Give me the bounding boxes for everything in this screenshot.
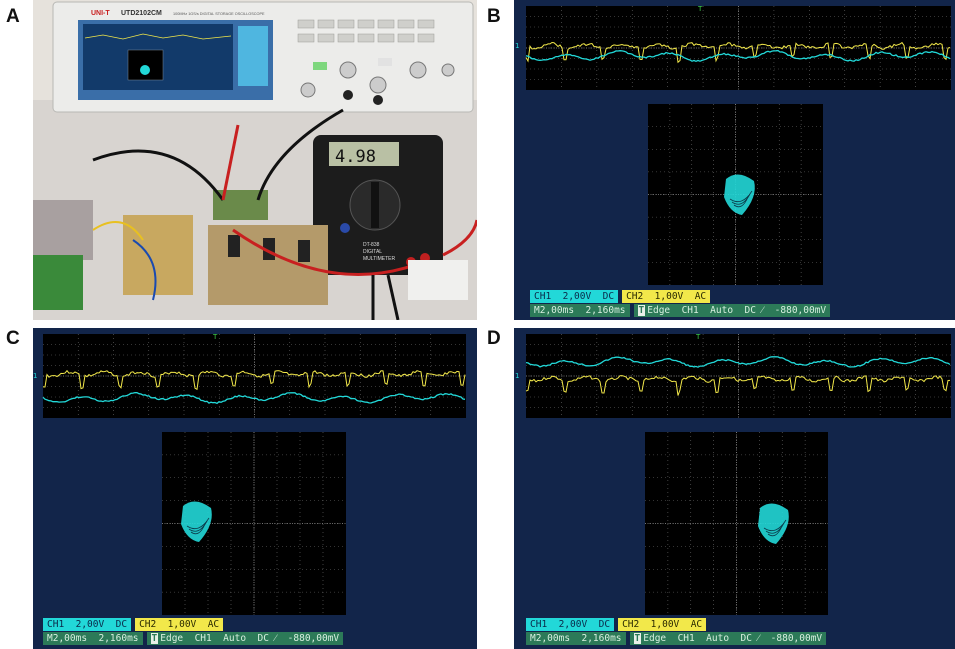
scope-brand: UNI-T [91,10,110,17]
setup-photo: UNI-T UTD2102CM 100MHz 1GS/s DIGITAL STO… [33,0,477,320]
trigger-marker-d: T [695,333,701,341]
ch1-scale-c: CH1 2,00V DC [43,618,132,631]
panel-label-d: D [487,328,501,349]
grid-lines [645,432,828,615]
meter-label-2: MULTIMETER [363,256,396,262]
ch1-scale-d: CH1 2,00V DC [526,618,615,631]
meter-model: DT-838 [363,242,380,248]
status-channels-d: CH1 2,00V DC CH2 1,00V AC [526,618,707,631]
grid-lines [526,334,951,418]
trigger-icon-d: T [633,633,642,644]
ch2-waveform-b [525,41,951,64]
attractor-d [758,503,789,544]
attractor-b [724,174,755,215]
ch2-scale-b: CH2 1,00V AC [622,290,711,303]
trigger-marker-b: T [697,5,703,13]
ch1-waveform-b [525,49,951,63]
scope-specs: 100MHz 1GS/s DIGITAL STORAGE OSCILLOSCOP… [173,12,265,16]
ch1-marker-d: 1 [515,372,519,380]
timebase-c: M2,00ms 2,160ms [43,632,143,645]
timebase-b: M2,00ms 2,160ms [530,304,630,317]
trigger-icon-c: T [150,633,159,644]
panel-label-c: C [6,328,20,349]
circuit-board [208,225,328,305]
meter-label-1: DIGITAL [363,249,382,255]
ch2-scale-d: CH2 1,00V AC [618,618,707,631]
scope-display-b: T 1 [515,5,951,285]
ch1-marker-c: 1 [33,372,37,380]
scope-model: UTD2102CM [121,10,162,17]
scope-panel-c: T 1 CH1 2,00V DC CH2 1,00V AC M2,00ms 2,… [33,328,477,649]
timebase-d: M2,00ms 2,160ms [526,632,626,645]
trigger-icon-b: T [637,305,646,316]
ch2-waveform-d [525,375,951,396]
multimeter: 4.98 DT-838 DIGITAL MULTIMETER [313,135,443,275]
ch1-scale-b: CH1 2,00V DC [530,290,619,303]
meter-reading: 4.98 [335,147,376,167]
ch2-scale-c: CH2 1,00V AC [135,618,224,631]
scope-display-d: T 1 [515,333,951,615]
ch2-waveform-c [42,369,466,391]
scope-panel-b: T 1 CH1 2,00V DC CH2 1,00V AC M2,00ms 2,… [514,0,955,320]
status-channels-b: CH1 2,00V DC CH2 1,00V AC [530,290,711,303]
trigger-marker-c: T [212,333,218,341]
panel-label-a: A [6,6,20,27]
scope-panel-d: T 1 CH1 2,00V DC CH2 1,00V AC M2,00ms 2,… [514,328,955,649]
attractor-c [181,501,212,542]
ch1-waveform-c [42,391,466,405]
scope-display-c: T 1 [33,333,466,615]
oscilloscope-body: UNI-T UTD2102CM 100MHz 1GS/s DIGITAL STO… [52,1,474,113]
ch1-marker-b: 1 [515,42,519,50]
grid-lines [526,6,951,90]
grid-lines [162,432,346,615]
ch1-waveform-d [525,356,951,368]
status-channels-c: CH1 2,00V DC CH2 1,00V AC [43,618,224,631]
panel-label-b: B [487,6,501,27]
